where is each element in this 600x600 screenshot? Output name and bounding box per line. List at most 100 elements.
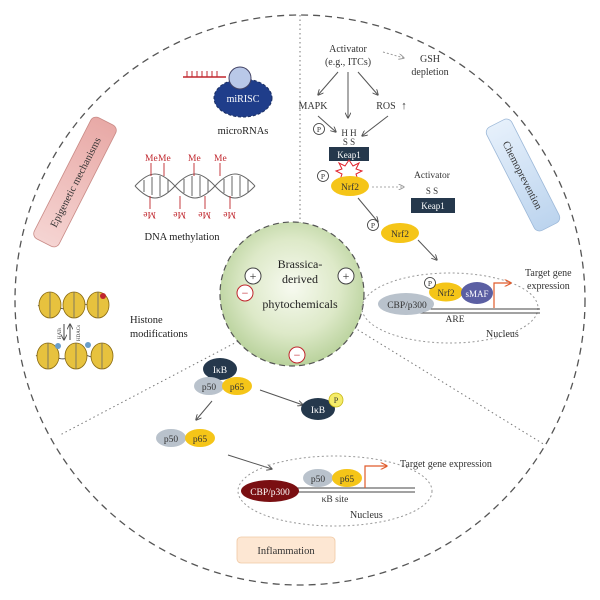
histone-label-line2: modifications — [130, 329, 188, 340]
arrow-activator-mapk — [318, 71, 339, 95]
target-gene-inflam: Target gene expression — [400, 459, 492, 470]
p65-label-2: p65 — [193, 435, 208, 445]
svg-text:Me: Me — [158, 154, 171, 164]
phospho-marker-mapk: P — [313, 123, 325, 135]
arrow-mapk-keap1 — [317, 115, 336, 132]
micrornas-label: microRNAs — [218, 126, 269, 137]
svg-text:Me: Me — [223, 209, 236, 219]
ros-up-arrow-icon: ↑ — [401, 100, 407, 112]
nrf2-free — [381, 223, 419, 243]
keap1-box-top — [329, 147, 369, 161]
target-gene-chemo-line1: Target gene — [525, 268, 572, 279]
phospho-marker-nrf2-2: P — [367, 219, 379, 231]
keap1-label-top: Keap1 — [337, 150, 361, 160]
activator-keap1-label: Activator — [414, 171, 451, 181]
arrow-nrf2-release — [357, 197, 378, 222]
cbp-p300-label-inflam: CBP/p300 — [250, 488, 290, 498]
svg-text:+: + — [250, 269, 257, 283]
svg-text:P: P — [334, 396, 339, 405]
transcription-arrow-chemo — [493, 283, 511, 308]
p65-label-1: p65 — [230, 383, 245, 393]
transcription-arrow-inflam — [364, 466, 387, 488]
p50-complex — [194, 377, 224, 395]
svg-text:Me: Me — [143, 209, 156, 219]
p50-nucleus — [303, 469, 333, 487]
smaf-protein — [461, 282, 493, 304]
nucleosomes-bottom — [35, 342, 114, 370]
dna-methylation-label: DNA methylation — [145, 232, 221, 243]
plus-marker-left: + — [244, 267, 262, 285]
inflammation-section-label: Inflammation — [236, 536, 336, 564]
dna-helix — [134, 173, 256, 199]
histone-label-line1: Histone — [130, 315, 163, 326]
minus-marker-left: − — [236, 284, 254, 302]
p65-complex — [222, 377, 252, 395]
center-label-line3: phytochemicals — [262, 297, 338, 311]
mirisc-complex: miRISC — [183, 66, 273, 118]
ros-label: ROS — [376, 101, 395, 112]
arrow-ikb-degradation — [259, 389, 303, 405]
arrow-nfkb-release — [196, 400, 213, 420]
p50-label-1: p50 — [202, 383, 217, 393]
mapk-label: MAPK — [299, 101, 329, 112]
ikb-free — [301, 398, 335, 420]
arrow-activator-gsh — [382, 51, 404, 58]
ikb-complex — [203, 358, 237, 380]
cbp-p300-chemo — [378, 293, 434, 315]
nucleus-label-inflam: Nucleus — [350, 510, 383, 521]
methyl-marks-top: Me Me Me Me — [145, 154, 227, 164]
hats-hdacs-arrows: HATs HDACs — [58, 324, 82, 341]
svg-text:Me: Me — [145, 154, 158, 164]
nrf2-label-1: Nrf2 — [341, 182, 359, 193]
minus-marker-bottom: − — [288, 346, 306, 364]
nucleus-label-chemo: Nucleus — [486, 329, 519, 340]
methyl-marks-bottom: Me Me Me Me — [143, 209, 236, 219]
nucleosomes-top — [37, 291, 110, 319]
svg-text:+: + — [343, 269, 350, 283]
gsh-depletion-line2: depletion — [411, 67, 448, 78]
methyl-ticks-bottom — [149, 196, 231, 209]
svg-text:P: P — [317, 125, 321, 134]
plus-marker-right: + — [337, 267, 355, 285]
methyl-ticks-top — [150, 163, 221, 176]
svg-text:P: P — [321, 172, 325, 181]
activator-keap1-thiol: S S — [426, 186, 438, 196]
svg-text:−: − — [242, 286, 249, 300]
activator-label-line2: (e.g., ITCs) — [325, 57, 371, 68]
cbp-p300-inflam — [241, 480, 299, 502]
keap1-thiol-s: S S — [343, 137, 355, 147]
kb-site-label: κB site — [322, 495, 349, 505]
ikb-label-1: IκB — [213, 366, 227, 376]
chemoprevention-section-label: Chemoprevention — [485, 118, 561, 232]
center-label-line2: derived — [282, 272, 318, 286]
svg-text:Me: Me — [214, 154, 227, 164]
svg-text:Me: Me — [198, 209, 211, 219]
p50-free — [156, 429, 186, 447]
nrf2-bound — [331, 176, 369, 196]
svg-text:Inflammation: Inflammation — [257, 546, 315, 557]
nrf2-label-3: Nrf2 — [438, 288, 455, 298]
center-circle — [219, 221, 365, 367]
outer-circle — [14, 14, 586, 586]
nrf2-nucleus — [429, 282, 463, 302]
phospho-marker-nrf2-1: P — [317, 170, 329, 182]
phospho-marker-nrf2-3: P — [424, 277, 436, 289]
p50-label-3: p50 — [311, 475, 326, 485]
gsh-depletion-line1: GSH — [420, 54, 440, 65]
epigenetic-section-label: Epigenetic mechanisms — [33, 116, 117, 248]
p65-free — [185, 429, 215, 447]
keap1-box-right — [411, 198, 455, 213]
svg-text:HATs: HATs — [58, 328, 63, 339]
keap1-thiol-h: H H — [341, 128, 357, 138]
mirisc-label: miRISC — [227, 94, 260, 105]
nucleus-chemo — [361, 272, 539, 344]
arrow-ros-keap1 — [362, 115, 389, 136]
p50-label-2: p50 — [164, 435, 179, 445]
svg-text:P: P — [428, 279, 432, 288]
smaf-label: sMAF — [465, 289, 488, 299]
ikb-label-2: IκB — [311, 406, 325, 416]
phospho-marker-ikb: P — [328, 392, 344, 408]
target-gene-chemo-line2: expression — [527, 281, 570, 292]
svg-text:−: − — [294, 348, 301, 362]
